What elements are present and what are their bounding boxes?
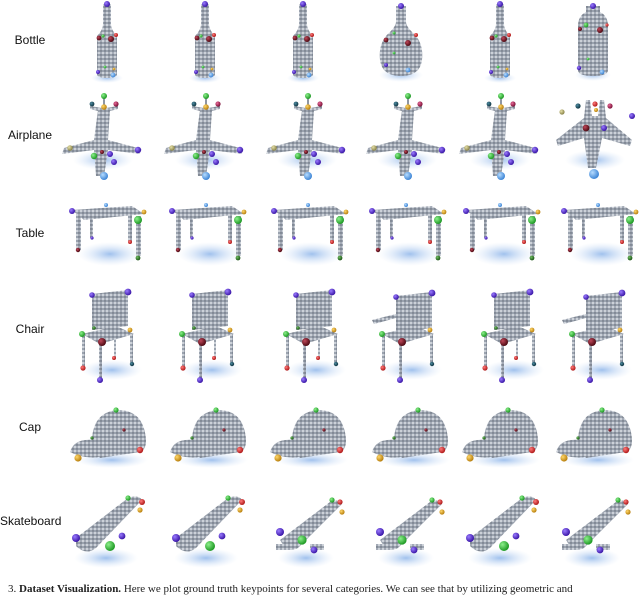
row-table: Table [0, 198, 640, 280]
skateboard-pointcloud-icon [166, 488, 256, 578]
caption-title: Dataset Visualization. [19, 583, 122, 595]
skateboard-sample-5 [460, 488, 550, 578]
bottle-pointcloud-icon [62, 0, 152, 86]
chair-pointcloud-icon [66, 282, 156, 390]
airplane-sample-6 [550, 88, 640, 188]
row-skateboard: Skateboard [0, 488, 640, 578]
cap-pointcloud-icon [458, 398, 548, 480]
skateboard-pointcloud-icon [460, 488, 550, 578]
chair-sample-4 [366, 282, 456, 390]
airplane-sample-3 [262, 88, 352, 188]
row-bottle: Bottle [0, 0, 640, 86]
cap-pointcloud-icon [166, 398, 256, 480]
airplane-sample-4 [362, 88, 452, 188]
cap-pointcloud-icon [368, 398, 458, 480]
cap-sample-5 [458, 398, 548, 480]
row-airplane: Airplane [0, 88, 640, 188]
table-pointcloud-icon [458, 198, 548, 280]
skateboard-sample-6 [552, 488, 640, 578]
bottle-sample-2 [160, 0, 250, 86]
bottle-pointcloud-icon [160, 0, 250, 86]
row-label-skateboard: Skateboard [0, 514, 62, 528]
bottle-pointcloud-icon [548, 0, 638, 86]
table-sample-1 [64, 198, 154, 280]
table-pointcloud-icon [556, 198, 640, 280]
table-sample-2 [164, 198, 254, 280]
skateboard-pointcloud-icon [366, 488, 456, 578]
chair-sample-3 [270, 282, 360, 390]
keypoint-visualization-figure: Bottle Airplane Table Chair [0, 0, 640, 580]
row-label-airplane: Airplane [7, 128, 53, 142]
chair-sample-1 [66, 282, 156, 390]
airplane-pointcloud-icon [362, 88, 452, 188]
chair-pointcloud-icon [556, 282, 640, 390]
cap-sample-1 [66, 398, 156, 480]
table-pointcloud-icon [64, 198, 154, 280]
table-pointcloud-icon [364, 198, 454, 280]
cap-pointcloud-icon [552, 398, 640, 480]
chair-pointcloud-icon [166, 282, 256, 390]
bottle-pointcloud-icon [356, 0, 446, 86]
skateboard-pointcloud-icon [266, 488, 356, 578]
airplane-sample-5 [455, 88, 545, 188]
table-sample-3 [266, 198, 356, 280]
skateboard-sample-1 [66, 488, 156, 578]
airplane-sample-2 [160, 88, 250, 188]
airplane-sample-1 [58, 88, 148, 188]
airplane-pointcloud-icon [550, 88, 640, 188]
cap-pointcloud-icon [66, 398, 156, 480]
row-label-cap: Cap [18, 420, 41, 434]
chair-sample-2 [166, 282, 256, 390]
airplane-pointcloud-icon [160, 88, 250, 188]
airplane-pointcloud-icon [262, 88, 352, 188]
airplane-pointcloud-icon [455, 88, 545, 188]
cap-sample-6 [552, 398, 640, 480]
table-sample-5 [458, 198, 548, 280]
skateboard-sample-2 [166, 488, 256, 578]
skateboard-sample-3 [266, 488, 356, 578]
skateboard-pointcloud-icon [552, 488, 640, 578]
row-label-table: Table [15, 226, 45, 240]
table-sample-4 [364, 198, 454, 280]
bottle-sample-6 [548, 0, 638, 86]
row-label-bottle: Bottle [14, 33, 46, 47]
table-pointcloud-icon [164, 198, 254, 280]
row-cap: Cap [0, 398, 640, 480]
cap-sample-2 [166, 398, 256, 480]
cap-sample-3 [266, 398, 356, 480]
bottle-sample-4 [356, 0, 446, 86]
chair-pointcloud-icon [270, 282, 360, 390]
row-chair: Chair [0, 282, 640, 390]
airplane-pointcloud-icon [58, 88, 148, 188]
bottle-pointcloud-icon [455, 0, 545, 86]
caption-figure-number: 3. [8, 583, 17, 595]
skateboard-sample-4 [366, 488, 456, 578]
chair-pointcloud-icon [468, 282, 558, 390]
chair-pointcloud-icon [366, 282, 456, 390]
bottle-sample-1 [62, 0, 152, 86]
bottle-sample-5 [455, 0, 545, 86]
figure-caption: 3. Dataset Visualization. Here we plot g… [8, 583, 640, 596]
skateboard-pointcloud-icon [66, 488, 156, 578]
caption-text: Here we plot ground truth keypoints for … [123, 583, 573, 595]
cap-pointcloud-icon [266, 398, 356, 480]
chair-sample-6 [556, 282, 640, 390]
bottle-pointcloud-icon [258, 0, 348, 86]
chair-sample-5 [468, 282, 558, 390]
table-sample-6 [556, 198, 640, 280]
cap-sample-4 [368, 398, 458, 480]
table-pointcloud-icon [266, 198, 356, 280]
bottle-sample-3 [258, 0, 348, 86]
row-label-chair: Chair [15, 322, 45, 336]
